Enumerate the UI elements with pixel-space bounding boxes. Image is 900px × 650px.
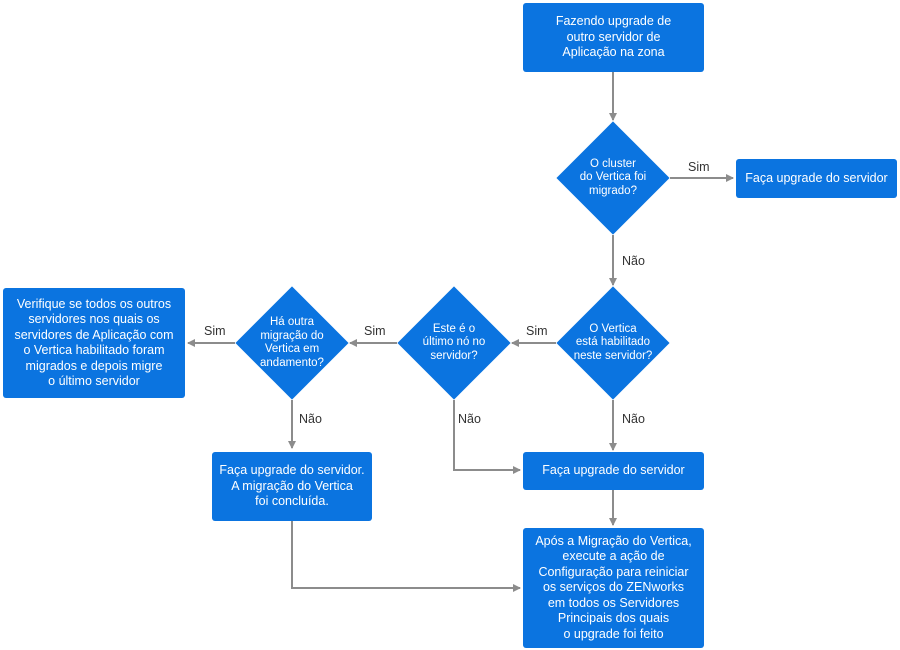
cluster-yes-label: Sim bbox=[688, 160, 710, 174]
enabled-yes-label: Sim bbox=[526, 324, 548, 338]
cluster-migrated-label: O cluster do Vertica foi migrado? bbox=[579, 157, 647, 197]
after-migration-node: Após a Migração do Vertica, execute a aç… bbox=[523, 528, 704, 648]
last-node-label: Este é o último nó no servidor? bbox=[422, 322, 486, 362]
upgrade-server-middle-node: Faça upgrade do servidor bbox=[523, 452, 704, 490]
edge-lastnode-no bbox=[453, 400, 521, 474]
other-migration-yes-label: Sim bbox=[204, 324, 226, 338]
upgrade-server-top-node: Faça upgrade do servidor bbox=[736, 159, 897, 198]
last-node-yes-label: Sim bbox=[364, 324, 386, 338]
other-migration-label: Há outra migração do Vertica em andament… bbox=[260, 316, 324, 369]
other-migration-no-label: Não bbox=[299, 412, 322, 426]
vertica-enabled-label: O Vertica está habilitado neste servidor… bbox=[573, 322, 653, 362]
edge-done-to-after bbox=[291, 521, 521, 592]
last-node-no-label: Não bbox=[458, 412, 481, 426]
upgrade-server-migration-done-node: Faça upgrade do servidor. A migração do … bbox=[212, 452, 372, 521]
cluster-no-label: Não bbox=[622, 254, 645, 268]
verify-servers-node: Verifique se todos os outros servidores … bbox=[3, 288, 185, 398]
enabled-no-label: Não bbox=[622, 412, 645, 426]
start-node: Fazendo upgrade de outro servidor de Apl… bbox=[523, 3, 704, 72]
